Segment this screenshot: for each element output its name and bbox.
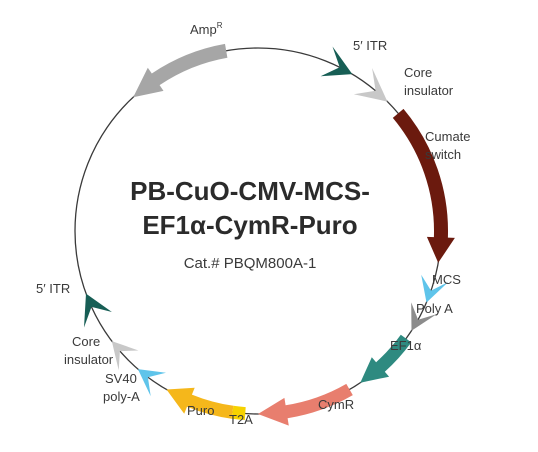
- ef1a-label: EF1α: [390, 338, 422, 353]
- cumate-switch-label-line1: Cumate: [425, 129, 471, 144]
- cumate-switch-feature-arrow: [392, 108, 455, 263]
- cymr-label: CymR: [318, 397, 354, 412]
- puro-label: Puro: [187, 403, 214, 418]
- sv40-polya-feature-arrow: [137, 369, 166, 397]
- itr-top-feature-arrow: [320, 46, 353, 77]
- ampr-feature-arrow: [133, 43, 228, 98]
- poly-a-label: Poly A: [416, 301, 453, 316]
- core-insulator-bottom-label-line1: Core: [72, 334, 100, 349]
- core-insulator-top-feature-arrow: [353, 68, 388, 102]
- t2a-label: T2A: [229, 412, 253, 427]
- plasmid-title-line2: EF1α-CymR-Puro: [142, 210, 357, 240]
- itr-left-label: 5′ ITR: [36, 281, 70, 296]
- sv40-polya-label-line1: SV40: [105, 371, 137, 386]
- mcs-feature-arrow: [421, 274, 449, 303]
- ampr-label: AmpR: [190, 21, 223, 37]
- plasmid-title-line1: PB-CuO-CMV-MCS-: [130, 176, 370, 206]
- core-insulator-bottom-feature-arrow: [111, 341, 139, 371]
- sv40-polya-label-line2: poly-A: [103, 389, 140, 404]
- core-insulator-top-label-line2: insulator: [404, 83, 454, 98]
- mcs-label: MCS: [432, 272, 461, 287]
- core-insulator-bottom-label-line2: insulator: [64, 352, 114, 367]
- itr-left-feature-arrow: [84, 293, 112, 328]
- catalog-number: Cat.# PBQM800A-1: [184, 255, 317, 272]
- cymr-feature-arrow: [258, 383, 353, 426]
- cumate-switch-label-line2: switch: [425, 147, 461, 162]
- itr-top-label: 5′ ITR: [353, 38, 387, 53]
- poly-a-feature-arrow: [411, 302, 437, 331]
- ef1a-feature-arrow: [360, 334, 412, 383]
- t2a-feature-block: [231, 405, 246, 420]
- core-insulator-top-label-line1: Core: [404, 65, 432, 80]
- puro-feature-arrow: [166, 387, 234, 419]
